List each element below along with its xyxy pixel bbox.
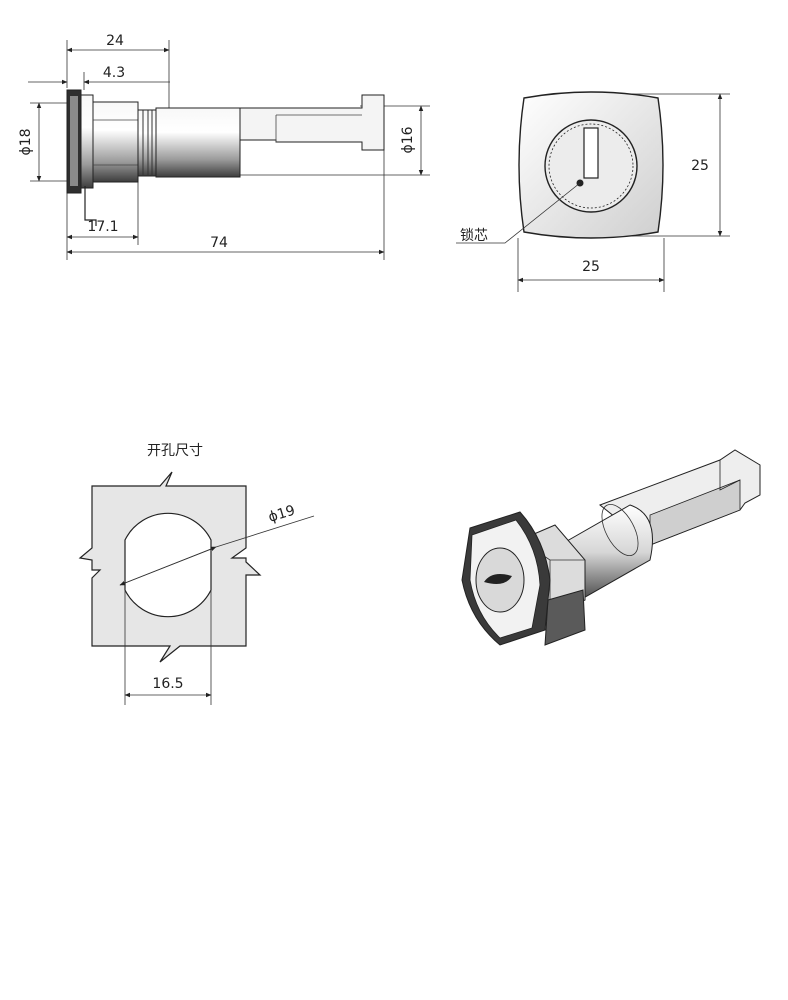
side-view: 24 4.3 ϕ18 ϕ16 17.1 74 <box>18 33 430 260</box>
dim-74: 74 <box>210 235 228 251</box>
dim-4-3: 4.3 <box>103 65 125 81</box>
dim-hole-phi19: ϕ19 <box>267 503 298 526</box>
bracket <box>84 186 97 226</box>
dim-phi16: ϕ16 <box>400 126 416 153</box>
cutout-hole <box>124 512 212 618</box>
iso-keyhole <box>484 574 512 584</box>
front-view: 25 25 锁芯 <box>456 91 730 292</box>
cutout-view: 开孔尺寸 ϕ19 16.5 <box>78 443 315 705</box>
label-lock-cylinder: 锁芯 <box>460 228 488 244</box>
dim-phi18: ϕ18 <box>18 128 34 155</box>
dim-24: 24 <box>106 33 124 49</box>
key-slot <box>583 127 599 179</box>
iso-view <box>461 449 761 646</box>
dim-17-1: 17.1 <box>87 219 118 235</box>
cam-shaft <box>239 94 385 151</box>
cutout-title: 开孔尺寸 <box>147 443 203 459</box>
lock-body <box>155 107 241 178</box>
dim-flat-16-5: 16.5 <box>152 676 183 692</box>
dim-front-height: 25 <box>691 158 709 174</box>
nut <box>92 101 139 183</box>
iso-bracket <box>544 589 586 646</box>
dim-front-width: 25 <box>582 259 600 275</box>
